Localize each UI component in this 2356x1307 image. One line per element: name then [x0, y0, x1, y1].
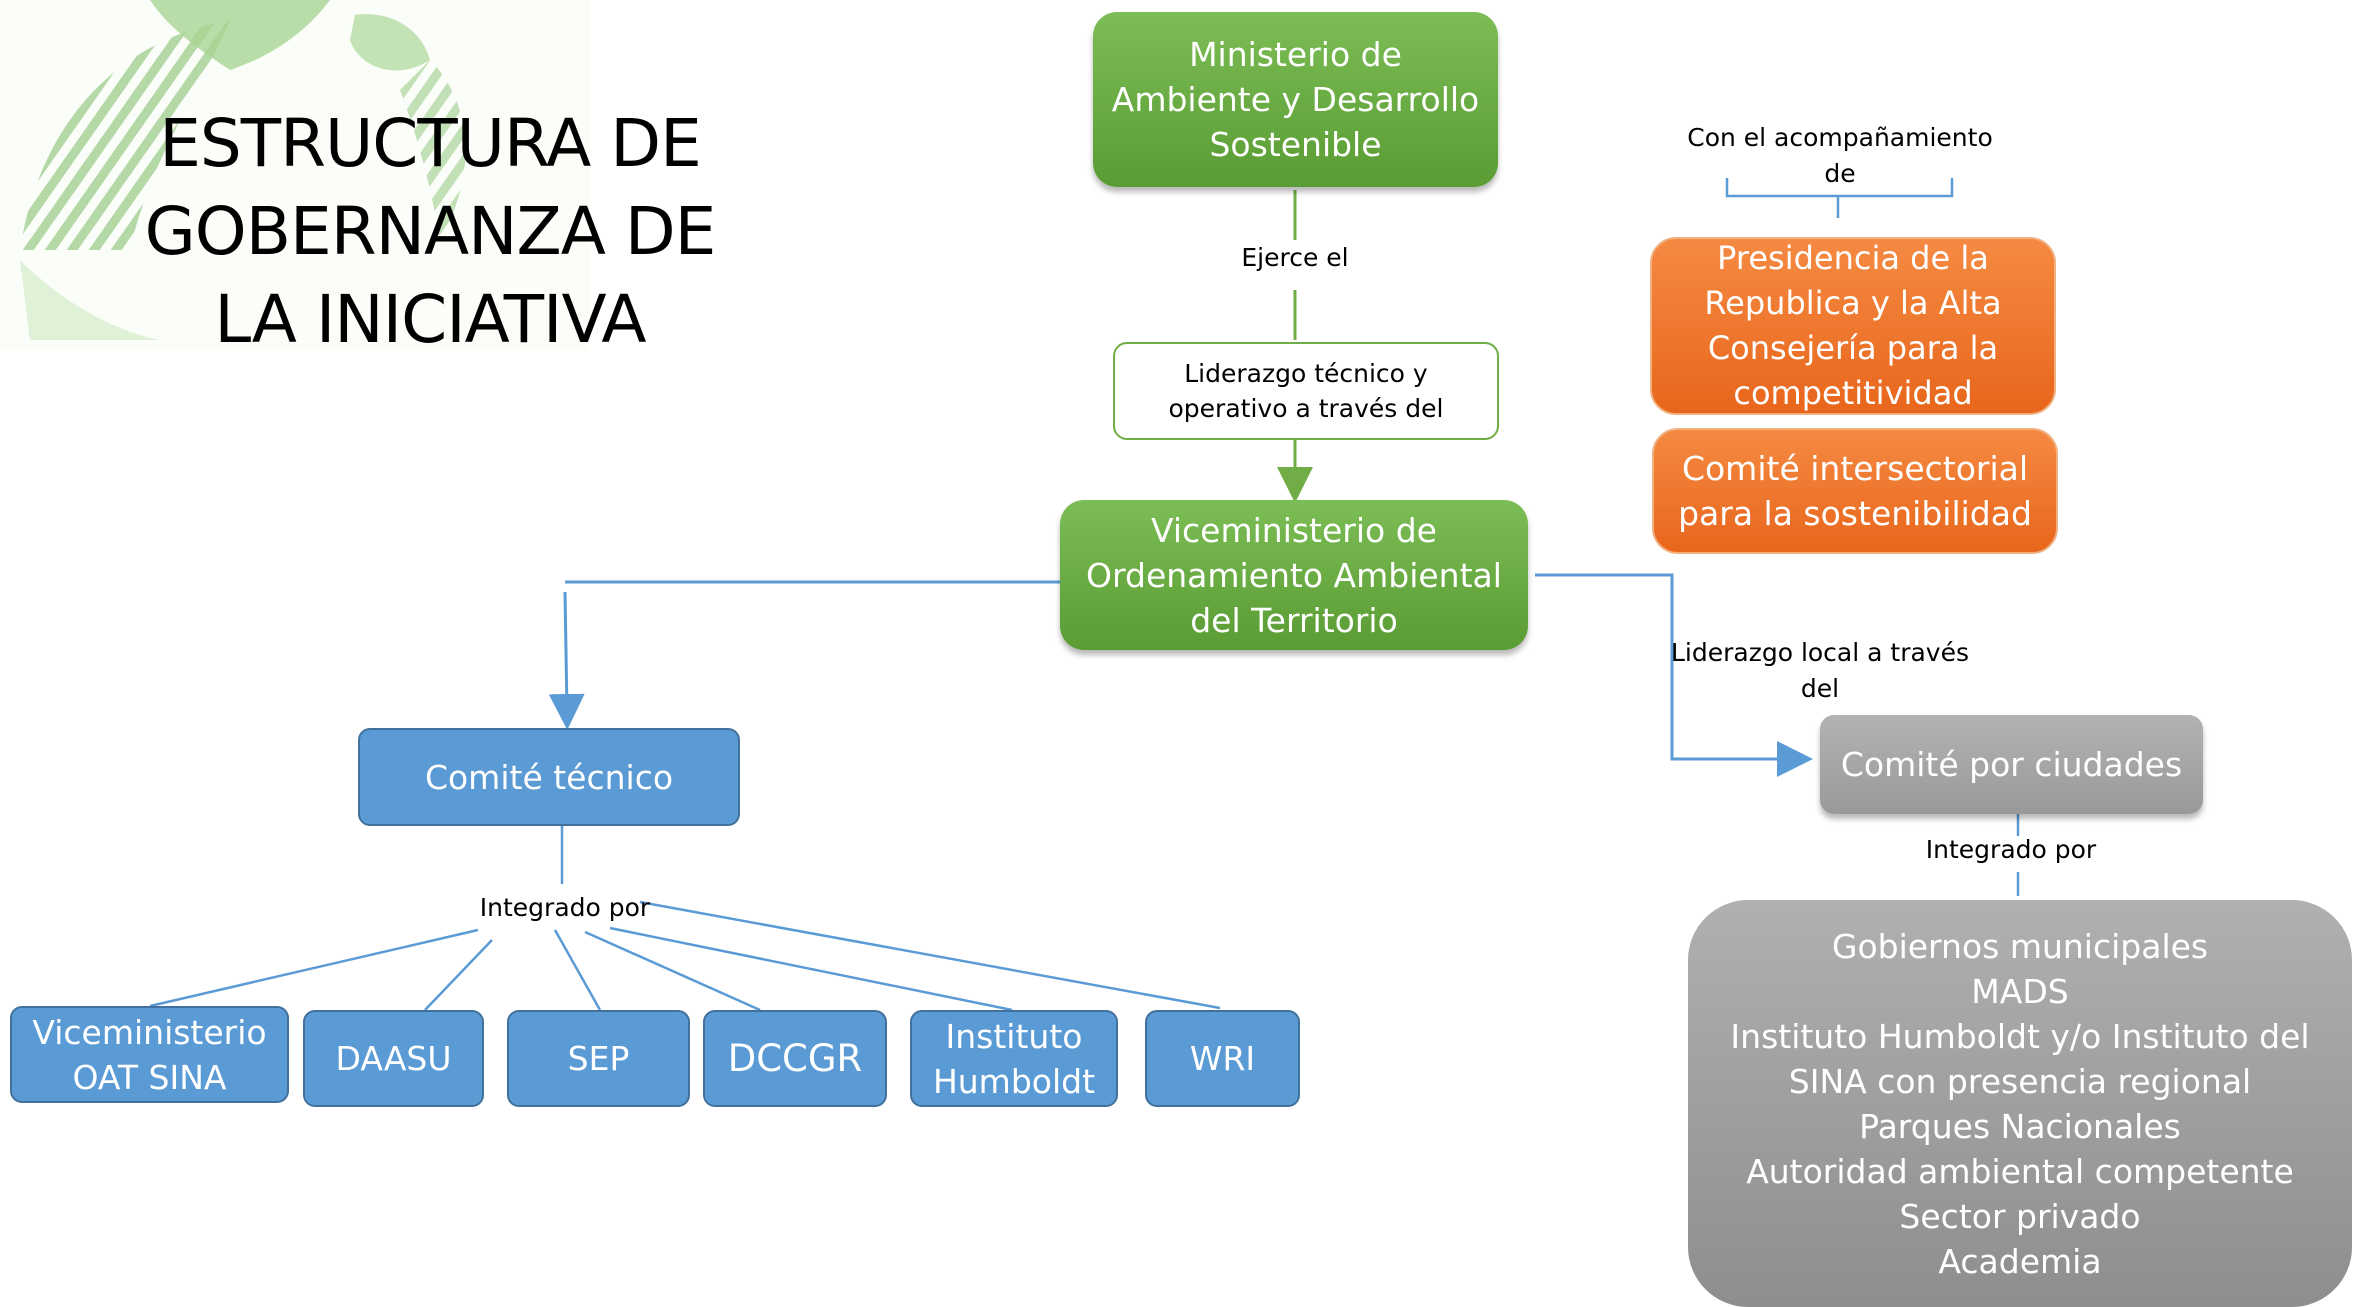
logo-watermark: [0, 0, 590, 350]
node-comite-intersectorial: Comité intersectorial para la sostenibil…: [1652, 428, 2058, 554]
node-ministerio: Ministerio de Ambiente y Desarrollo Sost…: [1093, 12, 1498, 187]
label-acompanamiento: Con el acompañamiento de: [1687, 123, 1993, 188]
node-miembros-ciudades: Gobiernos municipales MADS Instituto Hum…: [1688, 900, 2352, 1307]
node-comite-ciudades: Comité por ciudades: [1820, 715, 2203, 814]
node-liderazgo-tecnico: Liderazgo técnico y operativo a través d…: [1113, 342, 1499, 440]
node-comite-tecnico: Comité técnico: [358, 728, 740, 826]
member-dccgr: DCCGR: [703, 1010, 887, 1107]
page-title: ESTRUCTURA DE GOBERNANZA DE LA INICIATIV…: [144, 105, 717, 358]
label-ejerce: Ejerce el: [1241, 243, 1349, 272]
member-wri: WRI: [1145, 1010, 1300, 1107]
label-integrado-tecnico: Integrado por: [479, 893, 651, 922]
node-viceministerio: Viceministerio de Ordenamiento Ambiental…: [1060, 500, 1528, 650]
member-daasu: DAASU: [303, 1010, 484, 1107]
node-presidencia: Presidencia de la Republica y la Alta Co…: [1650, 237, 2056, 415]
member-instituto-humboldt: Instituto Humboldt: [910, 1010, 1118, 1107]
member-sep: SEP: [507, 1010, 690, 1107]
member-viceministerio-oat: Viceministerio OAT SINA: [10, 1006, 289, 1103]
label-liderazgo-local: Liderazgo local a través del: [1670, 638, 1970, 703]
label-integrado-ciudades: Integrado por: [1925, 835, 2097, 864]
